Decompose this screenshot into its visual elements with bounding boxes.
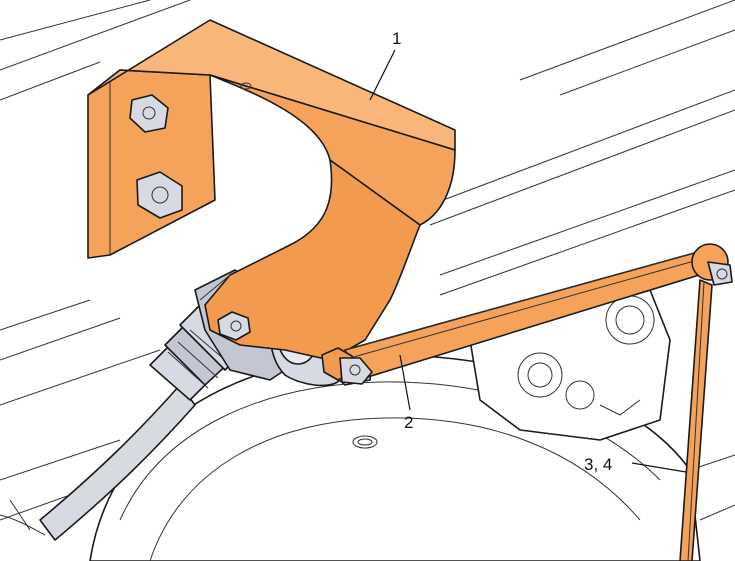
callout-label-3-4: 3, 4 [584,455,612,474]
bracket-bolt-lower [136,171,183,219]
air-hose [0,384,196,541]
bracket-bolt-upper [129,94,169,133]
valve-mount-bolt [217,311,251,341]
arm-end-nut [321,347,373,385]
mounting-bracket [87,19,456,361]
callout-label-1: 1 [392,29,401,48]
callout-1: 1 [369,29,401,101]
linkage-arm [321,243,733,385]
callout-3-4: 3, 4 [584,455,687,474]
callout-label-2: 2 [404,413,413,432]
callout-2: 2 [399,354,413,432]
arm-pivot-joint [691,243,733,286]
vertical-link-rod [679,279,713,561]
